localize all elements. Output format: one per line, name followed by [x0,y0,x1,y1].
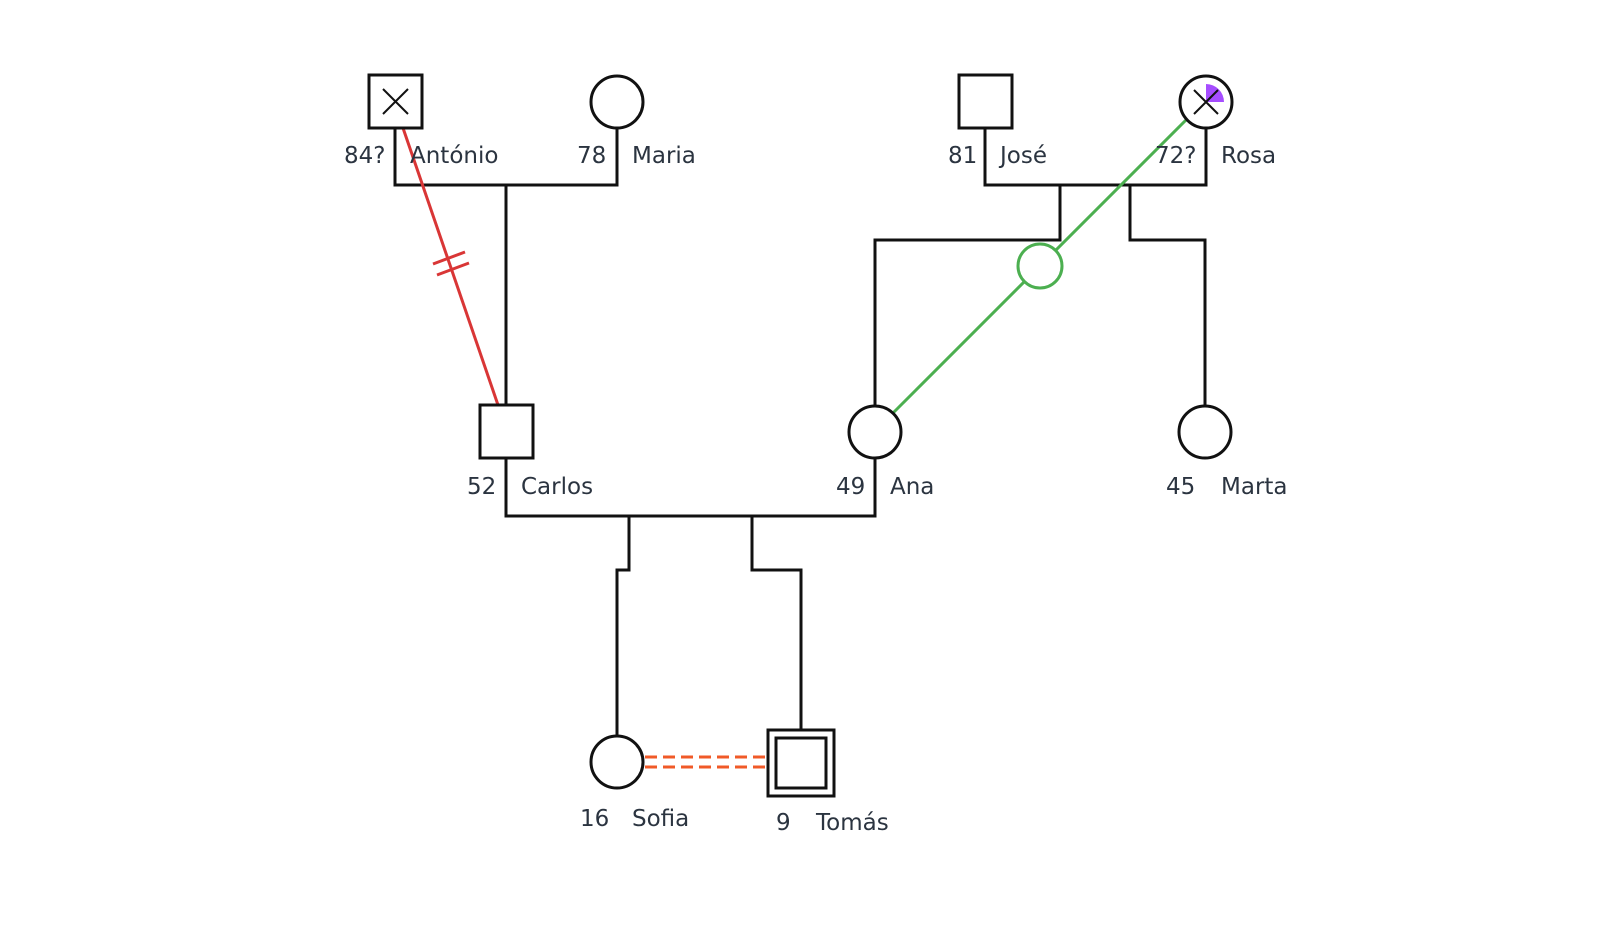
female-symbol [847,404,903,460]
family-lines [393,127,1208,737]
name-label-antonio: António [410,143,498,169]
child-line-marta [1128,185,1207,405]
child-line-tomas [750,516,803,730]
cutoff-line [401,127,500,406]
age-label-marta: 45 [1166,474,1195,500]
name-label-ana: Ana [890,474,934,500]
person-carlos[interactable] [478,403,535,460]
female-symbol [589,734,645,790]
person-antonio[interactable] [367,73,424,130]
person-tomas[interactable] [766,728,836,798]
age-label-antonio: 84? [344,143,385,169]
person-sofia[interactable] [589,734,645,790]
name-label-jose: José [998,143,1047,169]
age-label-tomas: 9 [776,810,791,836]
person-maria[interactable] [589,74,645,130]
male-symbol [774,736,828,790]
close-marker-circle [1016,242,1064,290]
name-label-carlos: Carlos [521,474,593,500]
conflict-relationship-sofia-tomas [645,755,768,769]
person-rosa[interactable] [1178,74,1234,130]
cutoff-mark [436,261,470,277]
person-marta[interactable] [1177,404,1233,460]
labels: 84? António 78 Maria 81 José 72? Rosa 52… [344,143,1288,836]
child-line-sofia [615,516,631,737]
person-symbols [367,73,1234,798]
person-ana[interactable] [847,404,903,460]
relationship-lines [401,116,1190,769]
child-line-ana [873,185,1062,405]
name-label-marta: Marta [1221,474,1288,500]
close-relationship-rosa-ana [891,116,1190,415]
name-label-rosa: Rosa [1221,143,1276,169]
name-label-sofia: Sofia [632,806,689,832]
name-label-tomas: Tomás [815,810,889,836]
female-symbol [1177,404,1233,460]
marriage-line-jose-rosa [983,127,1208,187]
person-jose[interactable] [957,73,1014,130]
male-symbol [478,403,535,460]
male-symbol [957,73,1014,130]
age-label-ana: 49 [836,474,865,500]
age-label-jose: 81 [948,143,977,169]
deceased-x-icon [1193,89,1219,115]
female-symbol [589,74,645,130]
name-label-maria: Maria [632,143,696,169]
deceased-x-icon [382,88,409,115]
age-label-sofia: 16 [580,806,609,832]
age-label-carlos: 52 [467,474,496,500]
cutoff-relationship-antonio-carlos [401,127,500,406]
marriage-line-carlos-ana [504,457,877,518]
age-label-maria: 78 [577,143,606,169]
cutoff-mark [432,250,466,266]
age-label-rosa: 72? [1155,143,1196,169]
